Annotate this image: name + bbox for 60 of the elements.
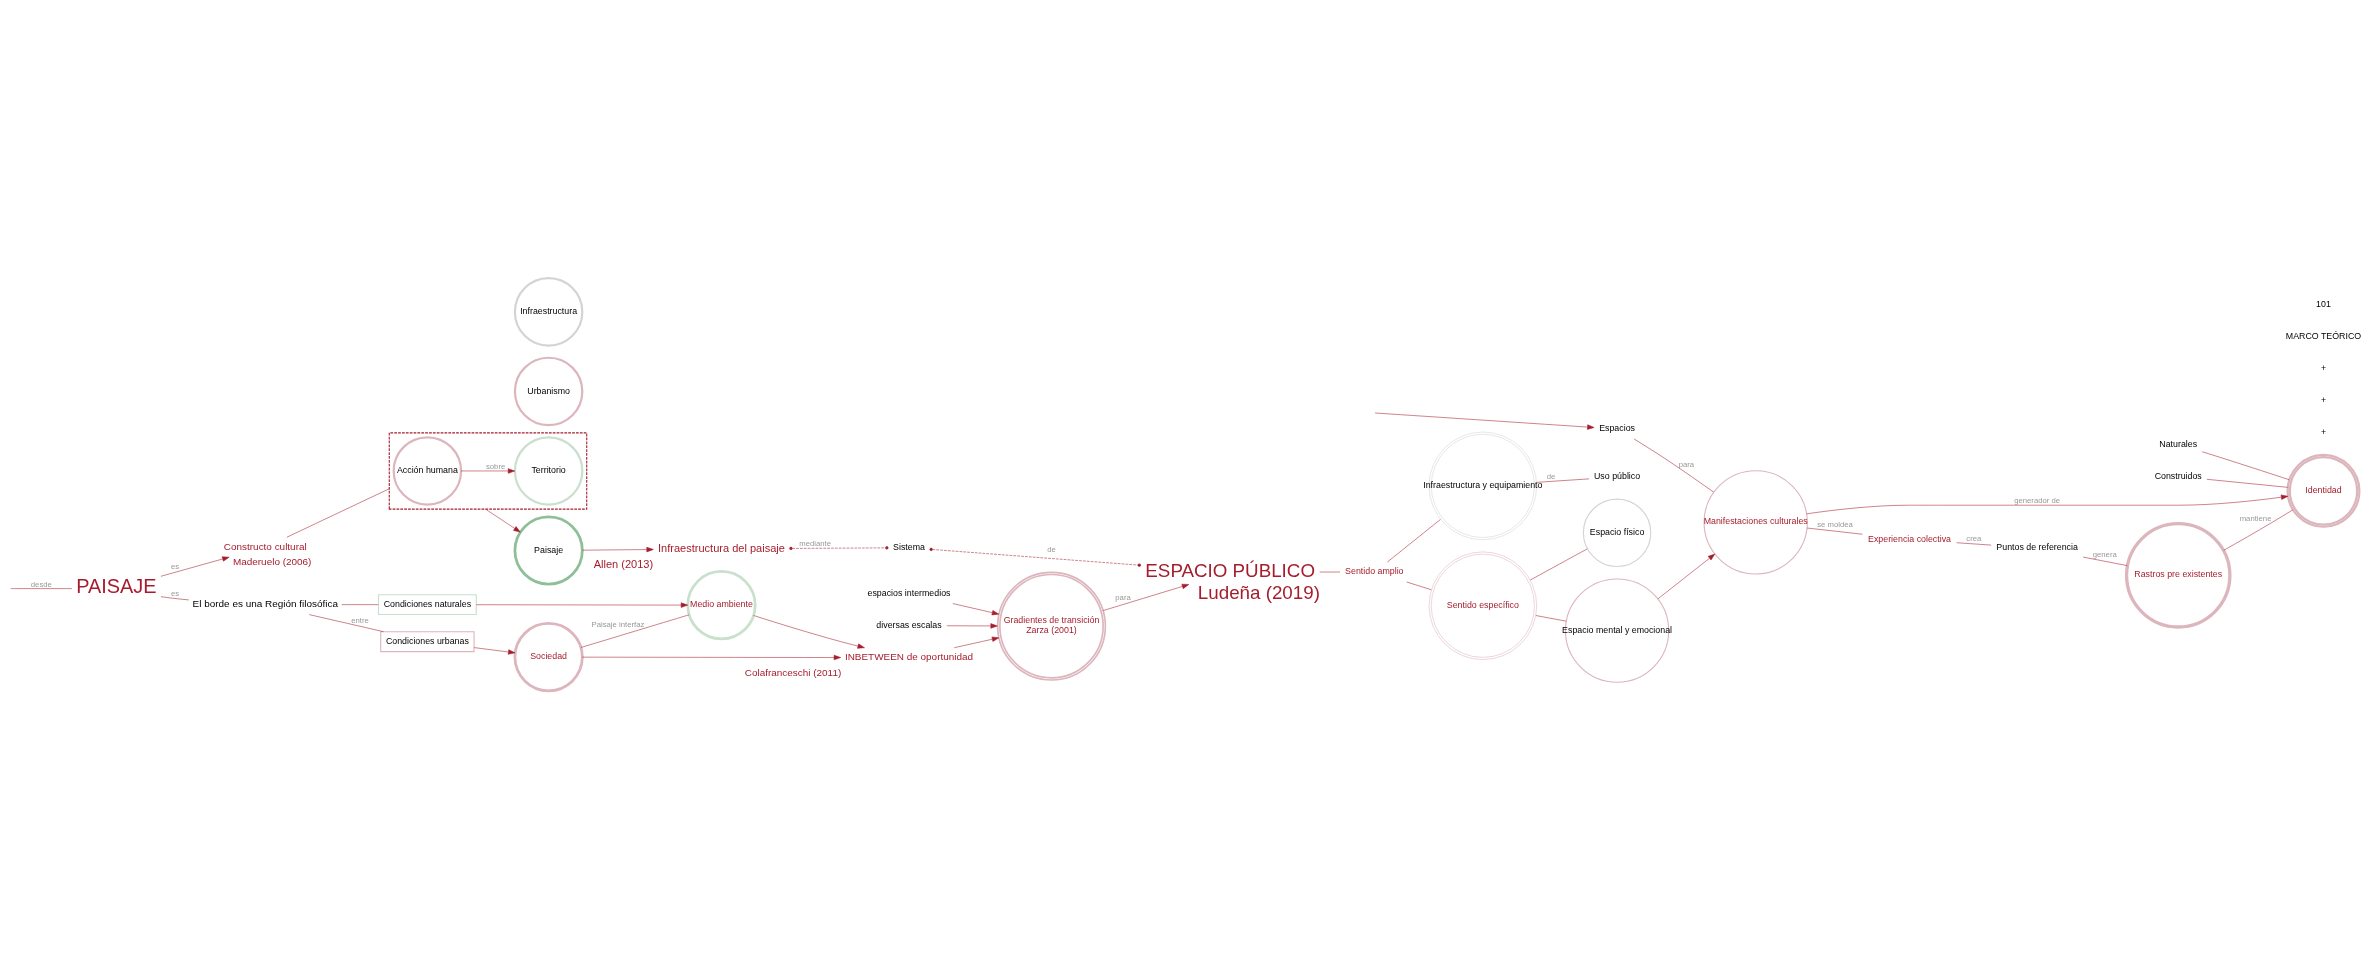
node-text: Sentido amplio (1345, 566, 1404, 577)
node-text: Infraestructura del paisaje (658, 541, 785, 554)
connector (929, 547, 1141, 567)
node-text: Experiencia colectiva (1868, 533, 1951, 544)
arrow (476, 602, 689, 608)
arrow (952, 603, 1000, 616)
arrow (946, 623, 998, 629)
arrow (1374, 412, 1595, 430)
node-circle: Espacio físico (1582, 498, 1652, 568)
arrow (460, 468, 516, 474)
node-text: ESPACIO PÚBLICO (1145, 559, 1315, 581)
node-text: Espacios (1599, 423, 1635, 434)
node-text: Construidos (2154, 470, 2202, 481)
connector (286, 488, 390, 538)
node-text: Naturales (2159, 438, 2198, 449)
node-text: PAISAJE (76, 575, 157, 598)
arrow (485, 508, 521, 533)
connector (2082, 556, 2128, 566)
node-circle: Urbanismo (513, 356, 584, 427)
node-circle: Infraestructura (513, 277, 584, 347)
node-circle: Medio ambiente (686, 570, 757, 641)
arrow (473, 647, 516, 655)
arrow (582, 546, 654, 553)
connector (789, 546, 889, 551)
node-label: Allen (2013) (593, 557, 654, 570)
arrow (582, 654, 841, 661)
arrow (954, 636, 1000, 648)
node-text: espacios intermedios (867, 587, 951, 598)
node-text: Puntos de referencia (1996, 542, 2078, 553)
node-text: Sistema (893, 541, 925, 552)
node-circle: Acción humana (392, 436, 463, 506)
node-text: El borde es una Región filosófica (192, 598, 338, 610)
label: + (2320, 362, 2327, 373)
node-circle: Espacio mental y emocional (1564, 578, 1670, 683)
arrow (1806, 494, 2289, 515)
connector (2201, 451, 2290, 480)
node-circle: Manifestaciones culturales (1703, 470, 1808, 575)
node-circle: Sociedad (513, 622, 584, 693)
node-text: diversas escalas (876, 619, 942, 630)
label: + (2320, 394, 2327, 405)
node-circle: Territorio (513, 436, 584, 506)
node-text: Constructo cultural (223, 540, 307, 552)
label: MARCO TEÓRICO (2285, 330, 2362, 341)
node-circle: Rastros pre existentes (2124, 522, 2232, 629)
node-label: Ludeña (2019) (1197, 582, 1320, 604)
connector (308, 614, 384, 632)
node-box: Condiciones naturales (377, 594, 477, 616)
arrow (1657, 553, 1716, 600)
node-text: Uso público (1594, 471, 1641, 482)
connector (580, 614, 690, 648)
node-box: Condiciones urbanas (380, 631, 475, 653)
arrow (753, 615, 865, 649)
node-label: Maderuelo (2006) (232, 556, 312, 568)
label: + (2320, 426, 2327, 437)
label: 101 (2316, 298, 2331, 309)
cluster (388, 432, 588, 510)
arrow (1102, 583, 1190, 611)
arrow (160, 556, 230, 577)
node-label: Colafranceschi (2011) (744, 666, 842, 678)
node-text: INBETWEEN de oportunidad (844, 651, 974, 663)
